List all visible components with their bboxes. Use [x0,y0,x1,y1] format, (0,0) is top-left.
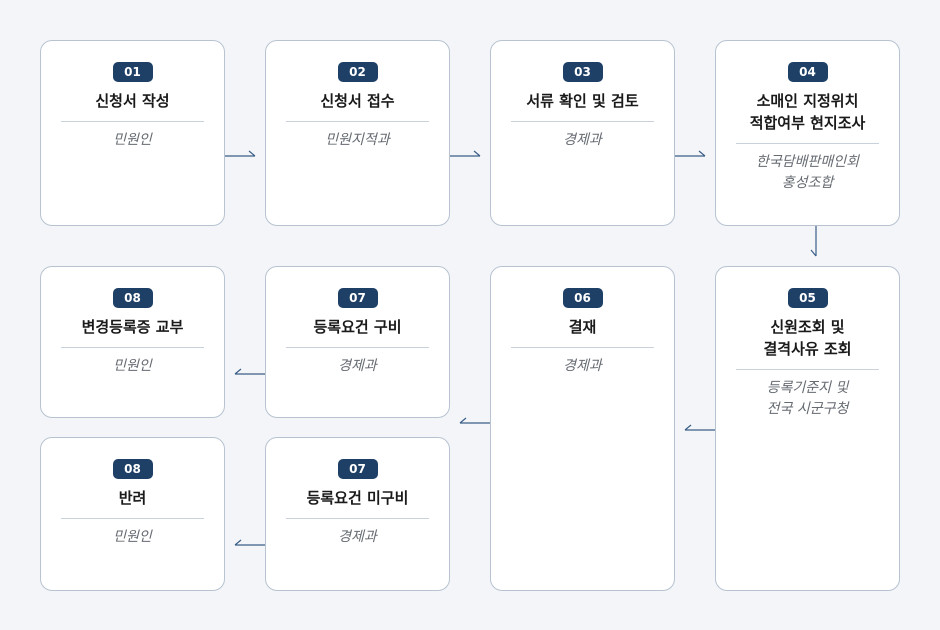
step-title: 신청서 작성 [61,90,204,122]
step-department: 민원지적과 [325,132,390,148]
step-title: 결재 [511,316,654,348]
step-department: 민원인 [113,529,152,545]
step-number-badge: 02 [337,62,378,82]
step-department: 민원인 [113,358,152,374]
step-title: 등록요건 구비 [286,316,429,348]
step-title: 등록요건 미구비 [286,487,429,519]
step-card-08-reject: 08 반려 민원인 [40,437,225,591]
step-department: 경제과 [563,132,602,148]
arrow-01-to-02 [225,150,256,157]
step-title: 변경등록증 교부 [61,316,204,348]
step-title: 반려 [61,487,204,519]
step-card-02: 02 신청서 접수 민원지적과 [265,40,450,226]
step-department: 등록기준지 및 전국 시군구청 [766,380,849,417]
step-number-badge: 03 [562,62,603,82]
step-department: 한국담배판매인회 홍성조합 [755,154,860,191]
step-card-07-unmet: 07 등록요건 미구비 경제과 [265,437,450,591]
step-title: 신청서 접수 [286,90,429,122]
step-title: 신원조회 및 결격사유 조회 [736,316,879,370]
step-card-03: 03 서류 확인 및 검토 경제과 [490,40,675,226]
step-department: 경제과 [563,358,602,374]
step-number-badge: 08 [112,288,153,308]
step-number-badge: 04 [787,62,828,82]
step-card-04: 04 소매인 지정위치 적합여부 현지조사 한국담배판매인회 홍성조합 [715,40,900,226]
arrow-03-to-04 [675,150,706,157]
step-card-01: 01 신청서 작성 민원인 [40,40,225,226]
step-department: 경제과 [338,358,377,374]
step-department: 민원인 [113,132,152,148]
step-number-badge: 05 [787,288,828,308]
step-department: 경제과 [338,529,377,545]
step-number-badge: 08 [112,459,153,479]
step-title: 소매인 지정위치 적합여부 현지조사 [736,90,879,144]
step-card-08-issue: 08 변경등록증 교부 민원인 [40,266,225,418]
step-number-badge: 07 [337,459,378,479]
arrow-07-to-08-reject [234,539,265,546]
step-card-07-met: 07 등록요건 구비 경제과 [265,266,450,418]
step-card-05: 05 신원조회 및 결격사유 조회 등록기준지 및 전국 시군구청 [715,266,900,591]
arrow-04-to-05 [810,226,817,257]
step-number-badge: 06 [562,288,603,308]
arrow-02-to-03 [450,150,481,157]
step-title: 서류 확인 및 검토 [511,90,654,122]
arrow-06-to-07 [459,417,490,424]
arrow-05-to-06 [684,424,715,431]
arrow-07-to-08-issue [234,368,265,375]
step-number-badge: 01 [112,62,153,82]
step-number-badge: 07 [337,288,378,308]
step-card-06: 06 결재 경제과 [490,266,675,591]
